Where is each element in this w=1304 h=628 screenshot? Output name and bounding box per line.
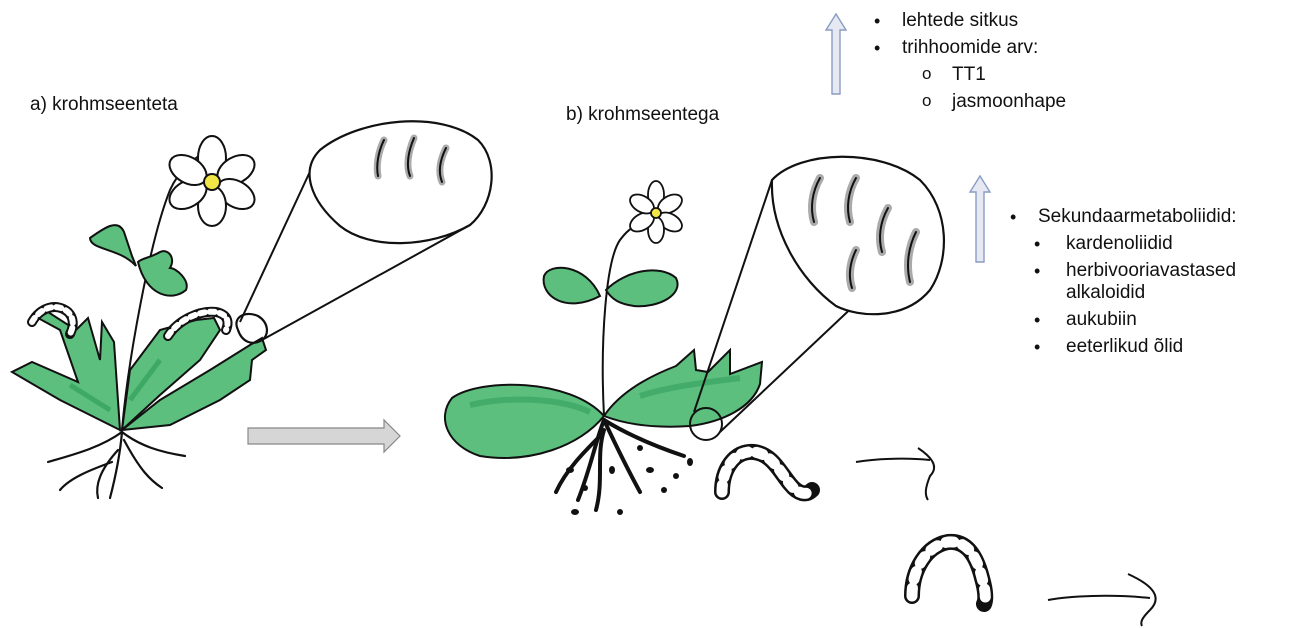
- plant-b-flower: [627, 181, 686, 243]
- label-with-fungi: b) krohmseentega: [566, 104, 719, 126]
- plant-a-flower: [164, 136, 260, 226]
- list-item: aukubiin: [1008, 309, 1237, 331]
- caterpillar-path-2: [1048, 574, 1156, 626]
- list-item: herbivooriavastased: [1008, 260, 1237, 282]
- list-item: kardenoliidid: [1008, 233, 1237, 255]
- sub-list-item: TT1: [872, 64, 1066, 86]
- plant-a-roots: [48, 432, 185, 498]
- transition-arrow: [248, 420, 400, 452]
- list-item-continued: alkaloidid: [1008, 282, 1237, 304]
- increase-arrow-right: [970, 176, 990, 262]
- metabolites-heading: Sekundaarmetaboliidid:: [1008, 206, 1237, 228]
- top-effects-list: lehtede sitkus trihhoomide arv: TT1 jasm…: [872, 10, 1066, 118]
- list-item: lehtede sitkus: [872, 10, 1066, 32]
- label-without-fungi: a) krohmseenteta: [30, 94, 178, 116]
- list-item: trihhoomide arv:: [872, 37, 1066, 59]
- metabolites-list: Sekundaarmetaboliidid: kardenoliidid her…: [1008, 206, 1237, 363]
- plant-a-magnifier: [236, 121, 491, 342]
- lower-caterpillar: [912, 542, 985, 604]
- caterpillar-path-1: [856, 448, 934, 500]
- plant-b-stem-leaves: [544, 268, 678, 306]
- plant-b: [445, 157, 944, 515]
- plant-a-stem-leaves: [90, 225, 187, 296]
- sub-list-item: jasmoonhape: [872, 91, 1066, 113]
- plant-b-caterpillar: [722, 452, 812, 494]
- list-item: eeterlikud õlid: [1008, 336, 1237, 358]
- increase-arrow-top: [826, 14, 846, 94]
